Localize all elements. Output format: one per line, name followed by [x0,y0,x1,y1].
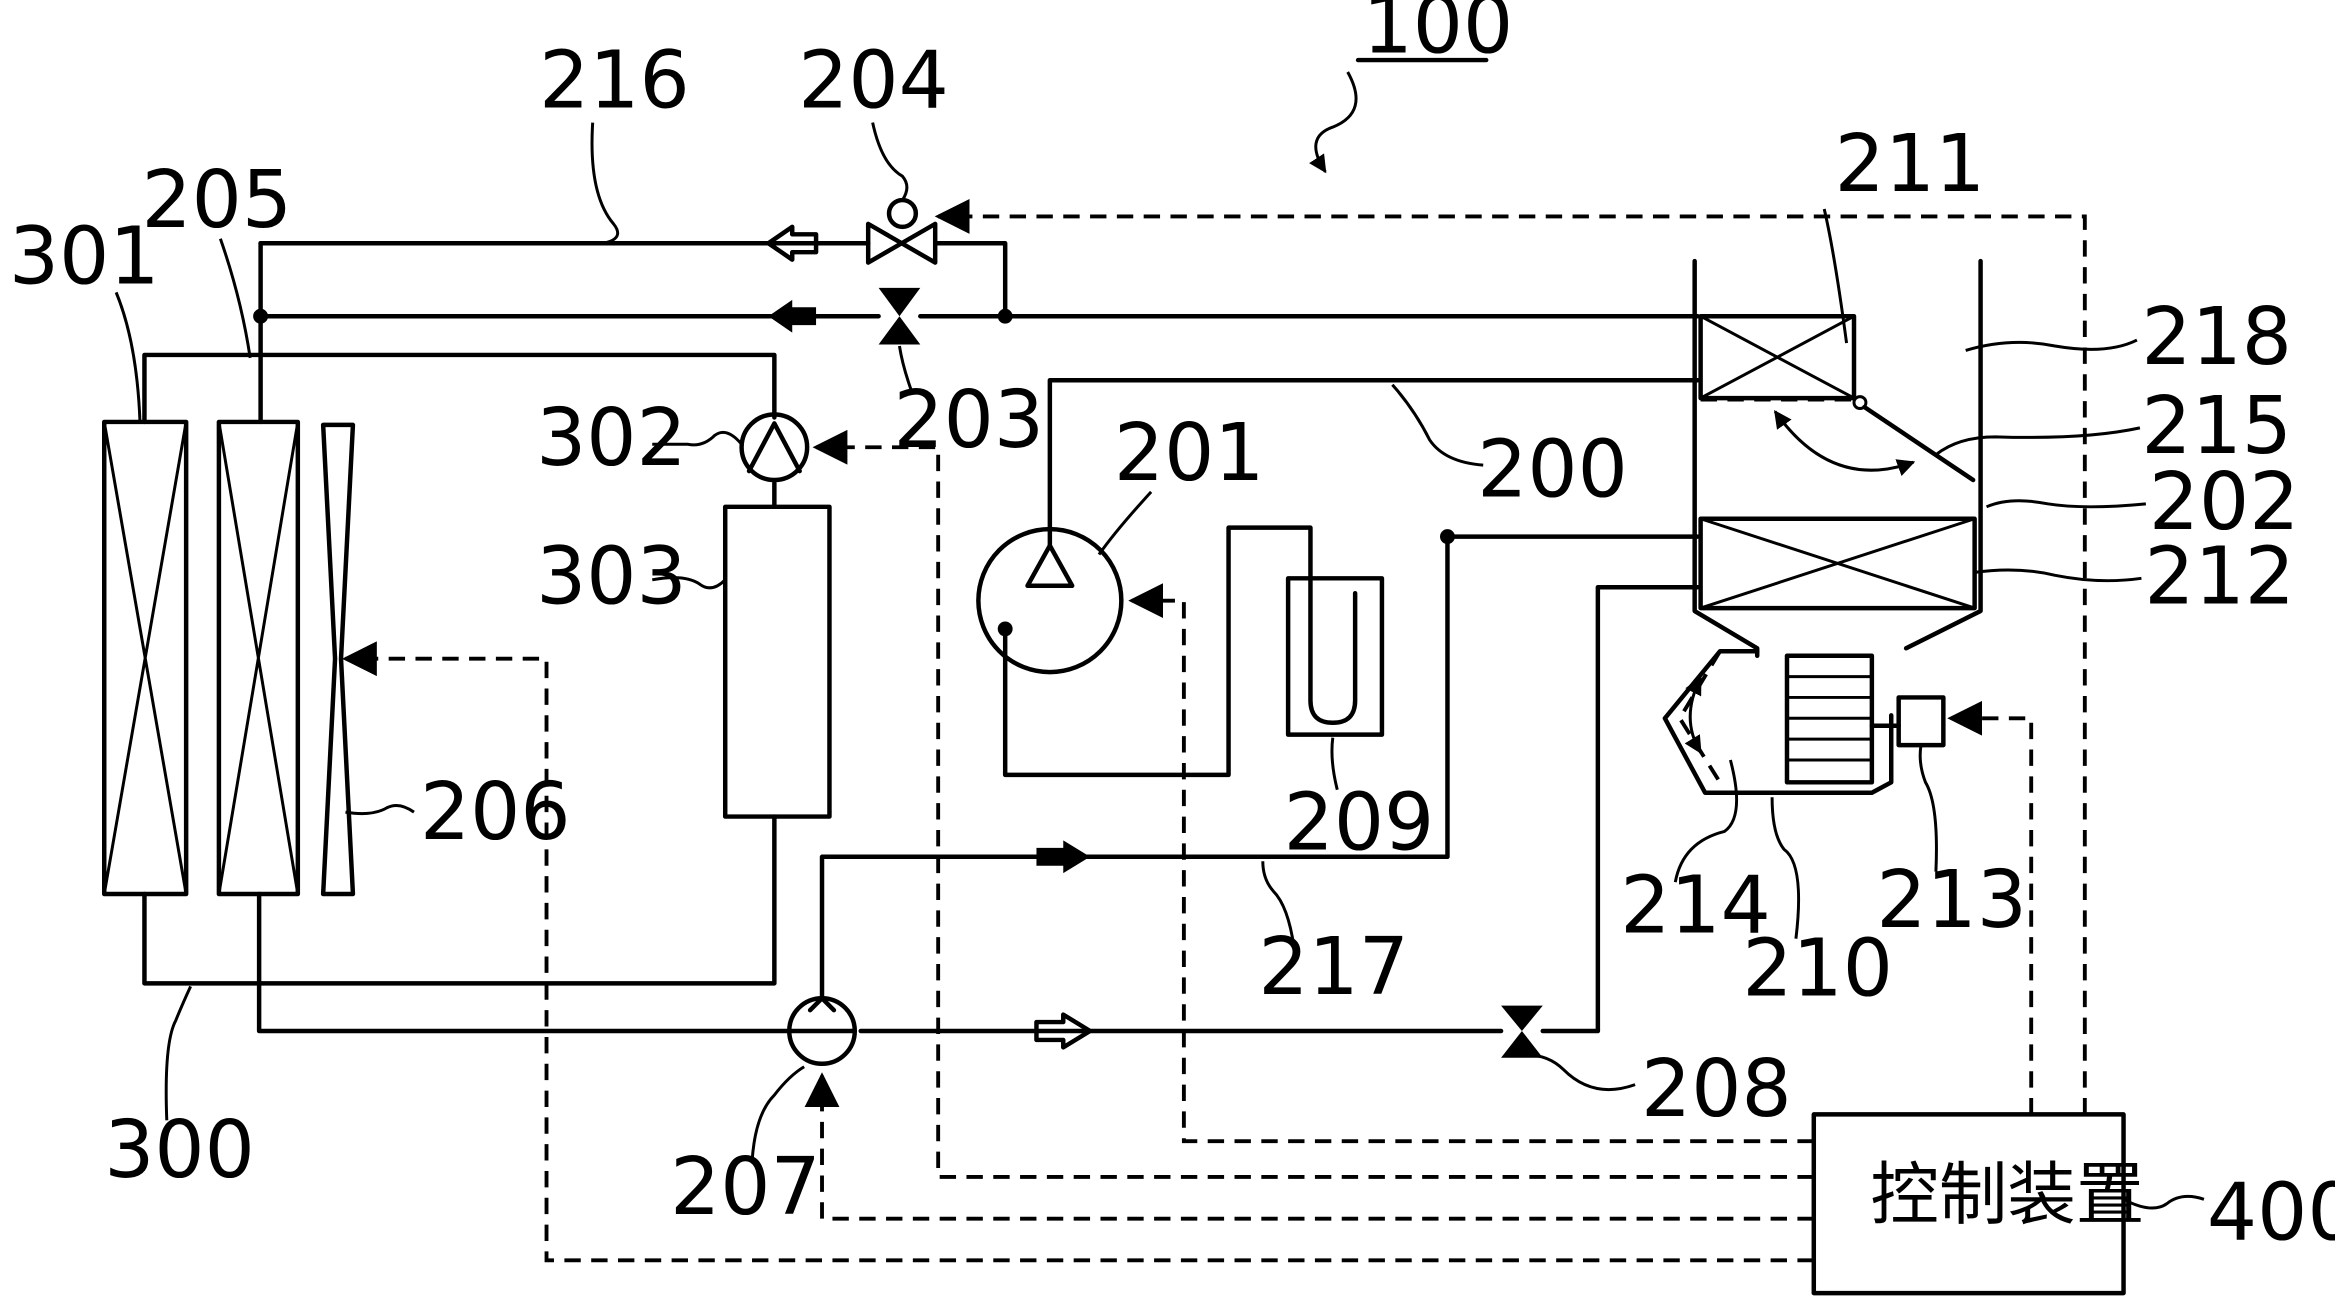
label-211: 211 [1835,118,1986,210]
door-214 [1662,649,1767,795]
valve-204 [865,197,938,265]
label-216: 216 [539,35,690,127]
control-signal-lines [342,199,2087,1263]
flow-arrows [766,224,1093,1050]
label-208: 208 [1641,1043,1792,1135]
label-210: 210 [1742,922,1893,1014]
label-200: 200 [1477,423,1628,515]
label-400: 400 [2207,1166,2335,1258]
label-204: 204 [798,35,949,127]
blower-210 [1762,653,1901,795]
label-202: 202 [2149,456,2300,548]
junction-dots [253,308,1455,637]
label-303: 303 [536,531,687,623]
labels: 100 216 204 301 205 206 302 303 203 201 … [9,0,2335,1258]
evaporator-211 [1698,313,1857,402]
label-213: 213 [1876,854,2027,946]
label-207: 207 [670,1141,821,1233]
label-212: 212 [2144,531,2295,623]
label-203: 203 [893,374,1044,466]
outdoor-heat-exchanger-301 [102,419,189,897]
valve-203 [878,287,921,345]
motor-213 [1896,695,1946,748]
label-214: 214 [1620,860,1771,952]
condenser-212 [1698,516,1977,611]
refrigerant-piping [142,241,1700,1034]
switch-valve-207 [787,996,858,1066]
controller-text: 控制装置 [1870,1156,2144,1236]
fan-206 [320,422,356,897]
label-205: 205 [141,154,292,246]
label-218: 218 [2141,291,2292,383]
label-209: 209 [1284,776,1435,868]
label-300: 300 [104,1104,255,1196]
leader-lines [114,71,2205,1210]
label-301: 301 [9,210,160,302]
label-201: 201 [1114,407,1265,499]
label-206: 206 [420,766,571,858]
tank-303 [722,504,832,819]
pump-302 [739,412,810,483]
label-215: 215 [2141,380,2292,472]
door-215 [1773,395,1976,483]
valve-208 [1501,1005,1543,1058]
compressor-201 [976,526,1124,675]
label-302: 302 [536,392,687,484]
radiator-heat-exchanger-205 [216,419,301,897]
controller-400 [1811,1112,2126,1296]
label-217: 217 [1258,921,1409,1013]
